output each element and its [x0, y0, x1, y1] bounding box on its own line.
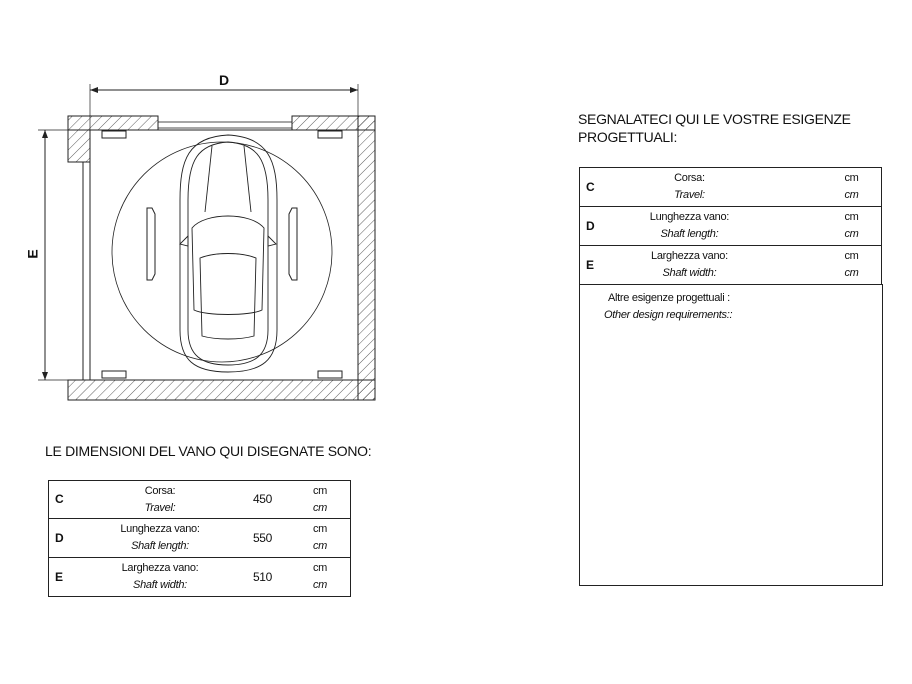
label-it: Lunghezza vano:	[120, 523, 200, 535]
wheel-guide-left	[146, 207, 156, 281]
table-row: E Larghezza vano: Shaft width: 510 cm cm	[48, 557, 351, 597]
other-requirements-label-en: Other design requirements::	[604, 309, 733, 321]
row-letter: E	[48, 557, 85, 597]
unit-en: cm	[312, 579, 328, 591]
label-it: Corsa:	[144, 484, 176, 497]
unit-it: cm	[312, 523, 328, 535]
label-en: Travel:	[674, 189, 705, 201]
wheel-guide-right	[288, 207, 298, 281]
table-row: D Lunghezza vano: Shaft length: 550 cm cm	[48, 518, 351, 558]
table-row: C Corsa: Travel: 450 cm cm	[48, 480, 351, 519]
turntable-circle	[111, 141, 333, 363]
dimension-d-label: D	[219, 72, 230, 88]
value-field[interactable]	[763, 167, 822, 207]
dimension-e-label: E	[24, 249, 41, 259]
table-row[interactable]: E Larghezza vano: Shaft width: cm cm	[579, 245, 882, 285]
label-en: Shaft width:	[662, 267, 717, 279]
unit-it: cm	[312, 484, 328, 497]
unit-en: cm	[844, 189, 859, 201]
row-letter: D	[579, 206, 616, 246]
door-opening	[157, 121, 293, 129]
unit-it: cm	[844, 172, 859, 184]
value-field[interactable]	[763, 245, 822, 285]
shaft-plan-drawing	[38, 84, 376, 401]
drawn-dimensions-table: C Corsa: Travel: 450 cm cm D Lunghezza van…	[48, 480, 351, 597]
requirements-table: C Corsa: Travel: cm cm D Lunghezza vano: Sh…	[579, 167, 882, 285]
value: 550	[235, 518, 290, 558]
label-it: Larghezza vano:	[121, 562, 199, 574]
other-requirements-box[interactable]: Altre esigenze progettuali : Other desig…	[579, 284, 883, 586]
unit-it: cm	[312, 562, 328, 574]
label-it: Larghezza vano:	[651, 250, 728, 262]
corner-supports	[101, 130, 343, 379]
unit-en: cm	[312, 540, 328, 552]
shaft-walls	[67, 115, 376, 401]
label-it: Corsa:	[674, 172, 705, 184]
label-it: Lunghezza vano:	[649, 211, 730, 223]
other-requirements-label-it: Altre esigenze progettuali :	[608, 292, 730, 304]
requirements-title: SEGNALATECI QUI LE VOSTRE ESIGENZE PROGE…	[578, 110, 851, 146]
unit-en: cm	[844, 267, 859, 279]
row-letter: E	[579, 245, 616, 285]
label-en: Shaft length:	[131, 540, 189, 552]
table-row[interactable]: D Lunghezza vano: Shaft length: cm cm	[579, 206, 882, 246]
value-field[interactable]	[763, 206, 822, 246]
platform-outline	[89, 129, 359, 381]
unit-it: cm	[844, 211, 859, 223]
table-row[interactable]: C Corsa: Travel: cm cm	[579, 167, 882, 207]
requirements-title-line2: PROGETTUALI:	[578, 129, 678, 145]
label-en: Travel:	[144, 501, 176, 514]
row-letter: D	[48, 518, 85, 558]
drawn-dimensions-title: LE DIMENSIONI DEL VANO QUI DISEGNATE SON…	[45, 443, 372, 459]
unit-en: cm	[312, 501, 328, 514]
row-letter: C	[579, 167, 616, 207]
requirements-title-line1: SEGNALATECI QUI LE VOSTRE ESIGENZE	[578, 111, 851, 127]
value: 510	[235, 557, 290, 597]
car-icon	[179, 134, 278, 373]
value: 450	[235, 480, 290, 519]
row-letter: C	[48, 480, 85, 519]
label-en: Shaft length:	[660, 228, 719, 240]
label-en: Shaft width:	[133, 579, 187, 591]
unit-en: cm	[844, 228, 859, 240]
unit-it: cm	[844, 250, 859, 262]
